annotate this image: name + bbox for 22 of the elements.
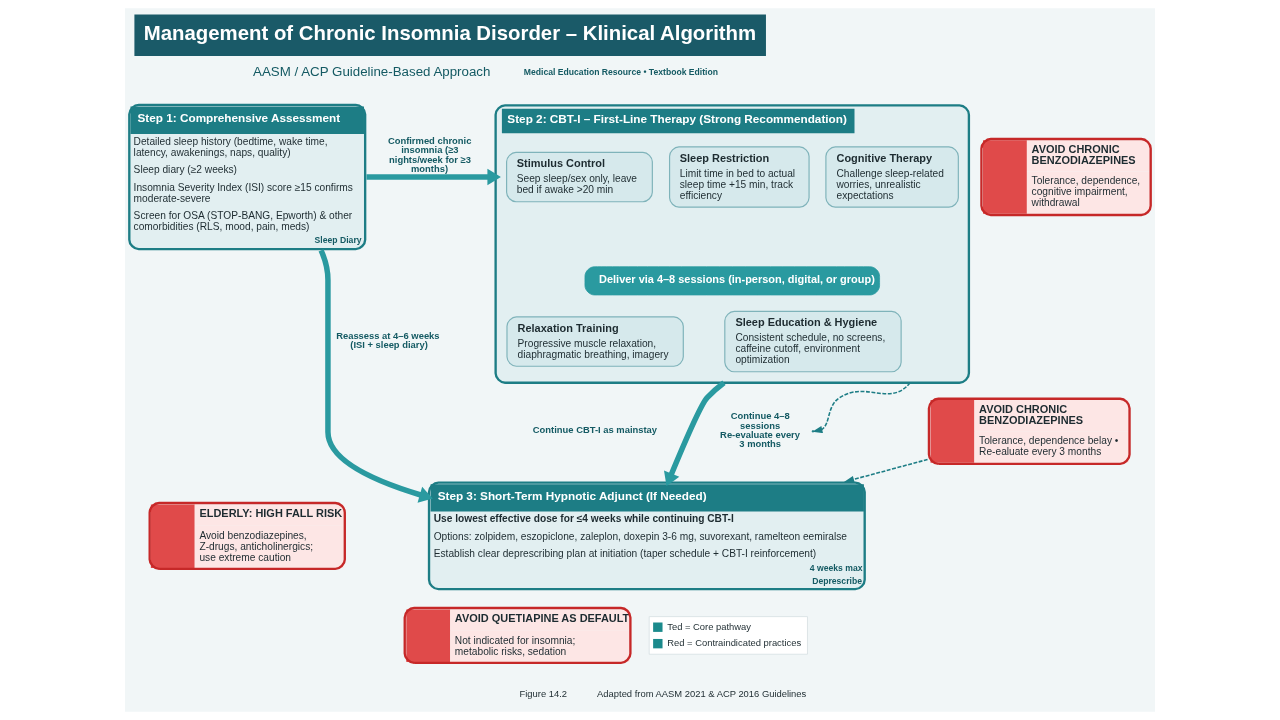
arrow: [812, 381, 911, 434]
node-box: Sleep Restriction Limit time in bed to actual sleep time +15 min, track efficiency: [669, 146, 810, 208]
arrow: [366, 168, 501, 186]
label: AASM / ACP Guideline-Based Approach: [253, 64, 491, 80]
diagram-title: Management of Chronic Insomnia Disorder – Klinical Algorithm: [143, 21, 757, 44]
label: Medical Education Resource • Textbook Edition: [523, 66, 719, 77]
arrow: [318, 249, 433, 503]
legend-label: Ted = Core pathway: [667, 620, 752, 632]
label: Continue CBT-I as mainstay: [532, 423, 658, 435]
arrow: [843, 458, 929, 483]
node-box: Sleep Education & Hygiene Consistent schedule, no screens, caffeine cutoff, environment optimization: [724, 310, 902, 373]
edge-label: Reassess at 4–6 weeks (ISI + sleep diary): [336, 329, 440, 351]
edge-label: Confirmed chronic insomnia (≥3 nights/week for ≥3 months): [387, 134, 472, 175]
arrow: [664, 380, 726, 487]
legend-label: Red = Contraindicated practices: [667, 637, 802, 649]
node-box: Deliver via 4–8 sessions (in-person, digital, or group): [584, 266, 880, 296]
node-box: Stimulus Control Seep sleep/sex only, leave bed if awake >20 min: [506, 151, 653, 203]
label: Figure 14.2: [519, 688, 568, 700]
node-box: Relaxation Training Progressive muscle relaxation, diaphragmatic breathing, imagery: [506, 316, 684, 367]
label: Adapted from AASM 2021 & ACP 2016 Guidelines: [597, 688, 807, 700]
edge-label: Continue 4–8 sessions Re-evaluate every 3 months: [720, 410, 800, 450]
node-box: Cognitive Therapy Challenge sleep-related worries, unrealistic expectations: [825, 146, 959, 208]
